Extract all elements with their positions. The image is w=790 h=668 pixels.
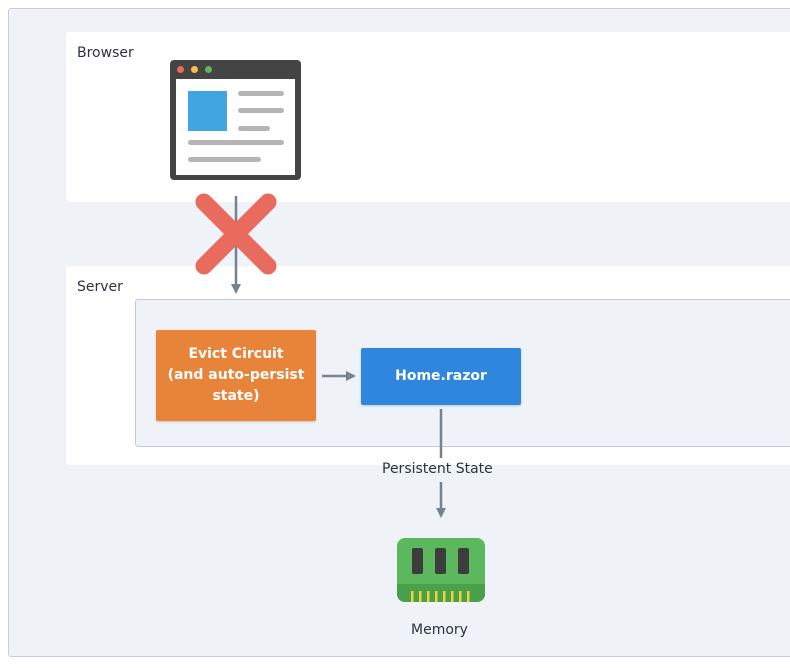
memory-label: Memory bbox=[411, 622, 468, 638]
server-panel-label: Server bbox=[77, 279, 123, 295]
home-razor-box: Home.razor bbox=[361, 348, 521, 405]
persistent-state-label: Persistent State bbox=[382, 461, 493, 477]
browser-panel-label: Browser bbox=[77, 45, 134, 61]
blocked-x-icon bbox=[195, 193, 277, 275]
browser-window-icon bbox=[170, 60, 301, 180]
evict-circuit-box: Evict Circuit (and auto-persist state) bbox=[156, 330, 316, 421]
memory-chip-icon bbox=[397, 538, 485, 602]
